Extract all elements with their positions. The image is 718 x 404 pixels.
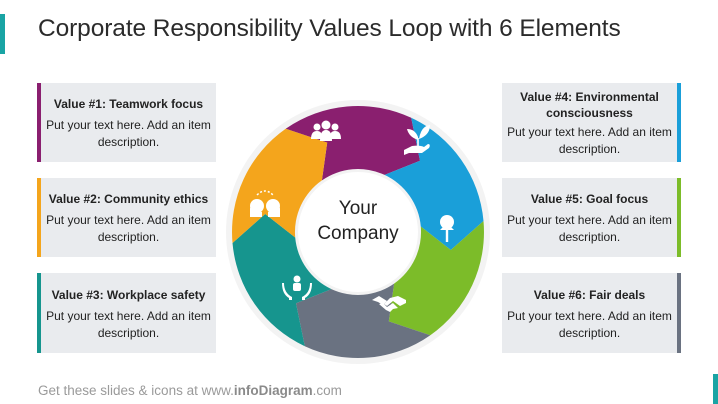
- community-heads-icon: [250, 190, 280, 217]
- loop-segment-value-4: [384, 117, 484, 250]
- value-4-description: Put your text here. Add an item descript…: [507, 125, 672, 156]
- plant-hand-icon: [404, 125, 430, 155]
- footer-suffix: .com: [312, 383, 342, 398]
- center-hub: [298, 172, 418, 292]
- value-3-heading: Value #3: Workplace safety: [51, 288, 206, 302]
- value-card-3[interactable]: Value #3: Workplace safety Put your text…: [37, 273, 216, 353]
- value-6-description: Put your text here. Add an item descript…: [507, 309, 672, 340]
- pushpin-icon: [440, 215, 454, 242]
- value-3-description: Put your text here. Add an item descript…: [46, 309, 211, 340]
- value-card-1[interactable]: Value #1: Teamwork focus Put your text h…: [37, 83, 216, 162]
- value-card-6[interactable]: Value #6: Fair deals Put your text here.…: [502, 273, 681, 353]
- handshake-icon: [372, 296, 406, 312]
- footer-credit[interactable]: Get these slides & icons at www.infoDiag…: [38, 383, 342, 398]
- title-accent-bar: [0, 14, 5, 54]
- value-5-description: Put your text here. Add an item descript…: [507, 213, 672, 244]
- corner-accent-bar: [713, 374, 718, 404]
- center-label-line1: Your: [339, 198, 378, 219]
- loop-segment-value-5: [388, 221, 484, 336]
- footer-prefix: Get these slides & icons at www.: [38, 383, 234, 398]
- value-6-heading: Value #6: Fair deals: [533, 288, 646, 302]
- safety-hands-icon: [282, 275, 312, 300]
- value-card-5[interactable]: Value #5: Goal focus Put your text here.…: [502, 178, 681, 257]
- footer-brand: infoDiagram: [233, 383, 313, 398]
- value-2-heading: Value #2: Community ethics: [48, 192, 209, 206]
- value-2-description: Put your text here. Add an item descript…: [46, 213, 211, 244]
- value-1-heading: Value #1: Teamwork focus: [53, 97, 204, 111]
- value-5-heading: Value #5: Goal focus: [530, 192, 649, 206]
- loop-segment-value-3: [232, 214, 332, 347]
- slide-title: Corporate Responsibility Values Loop wit…: [38, 15, 621, 42]
- value-card-4[interactable]: Value #4: Environmental consciousness Pu…: [502, 83, 681, 162]
- center-label-line2: Company: [317, 223, 399, 244]
- value-card-2[interactable]: Value #2: Community ethics Put your text…: [37, 178, 216, 257]
- loop-segment-value-6: [296, 283, 431, 358]
- team-icon: [311, 120, 341, 141]
- value-4-heading: Value #4: Environmental consciousness: [520, 90, 659, 120]
- value-1-description: Put your text here. Add an item descript…: [46, 118, 211, 149]
